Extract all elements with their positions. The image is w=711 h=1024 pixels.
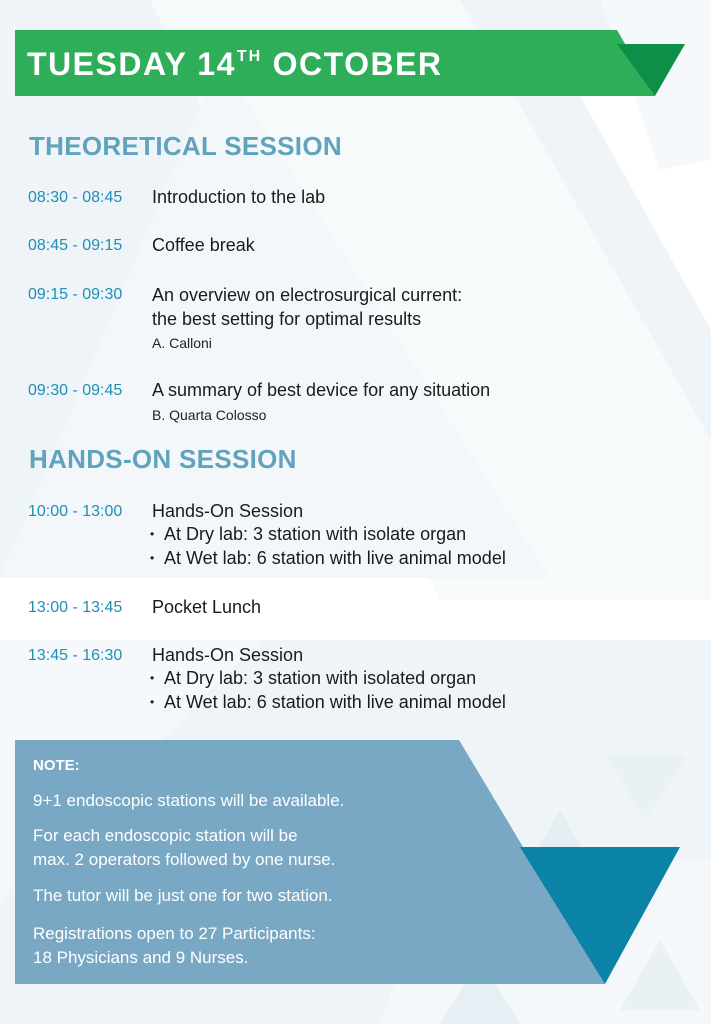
note-line: Registrations open to 27 Participants: <box>33 924 316 943</box>
note-label: NOTE: <box>33 757 80 774</box>
bullet-dot-icon: • <box>150 671 155 685</box>
theoretical-session-heading: THEORETICAL SESSION <box>29 131 342 161</box>
agenda-title: Introduction to the lab <box>152 187 326 207</box>
bullet-dot-icon: • <box>150 527 155 541</box>
bullet-item: •At Dry lab: 3 station with isolated org… <box>150 668 477 688</box>
bullet-dot-icon: • <box>150 695 155 709</box>
time-slot: 09:30 - 09:45 <box>28 382 123 399</box>
note-line: max. 2 operators followed by one nurse. <box>33 850 336 869</box>
hands-on-session-heading: HANDS-ON SESSION <box>29 444 297 474</box>
agenda-title: Hands-On Session <box>152 501 304 521</box>
date-banner <box>15 30 685 96</box>
speaker-name: A. Calloni <box>152 335 212 351</box>
time-slot: 13:45 - 16:30 <box>28 647 123 664</box>
agenda-title: Coffee break <box>152 235 255 255</box>
time-slot: 13:00 - 13:45 <box>28 599 123 616</box>
note-line: For each endoscopic station will be <box>33 826 298 845</box>
agenda-title: A summary of best device for any situati… <box>152 380 491 400</box>
bullet-item: •At Wet lab: 6 station with live animal … <box>150 548 506 568</box>
note-line: 9+1 endoscopic stations will be availabl… <box>33 791 345 810</box>
bullet-item: •At Wet lab: 6 station with live animal … <box>150 692 506 712</box>
time-slot: 10:00 - 13:00 <box>28 503 123 520</box>
note-box <box>15 740 685 993</box>
time-slot: 09:15 - 09:30 <box>28 286 123 303</box>
speaker-name: B. Quarta Colosso <box>152 407 267 423</box>
date-title: TUESDAY 14TH OCTOBER <box>27 46 443 82</box>
note-line: 18 Physicians and 9 Nurses. <box>33 948 249 967</box>
agenda-title: Hands-On Session <box>152 645 304 665</box>
agenda-title: Pocket Lunch <box>152 597 262 617</box>
agenda-title: An overview on electrosurgical current: <box>152 285 463 305</box>
bullet-dot-icon: • <box>150 551 155 565</box>
time-slot: 08:45 - 09:15 <box>28 237 123 254</box>
bullet-item: •At Dry lab: 3 station with isolate orga… <box>150 524 467 544</box>
time-slot: 08:30 - 08:45 <box>28 189 123 206</box>
agenda-title: the best setting for optimal results <box>152 309 422 329</box>
note-line: The tutor will be just one for two stati… <box>33 886 333 905</box>
